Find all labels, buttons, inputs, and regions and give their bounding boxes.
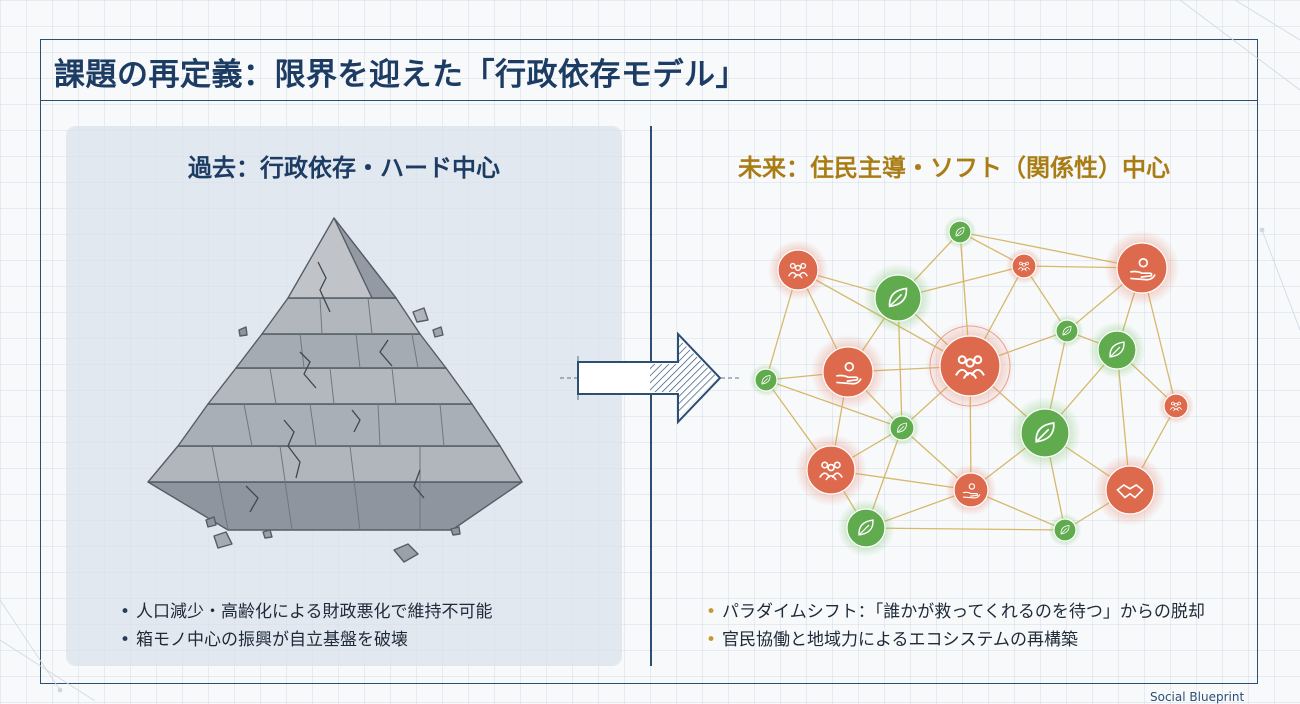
community-node <box>1104 230 1180 306</box>
slide-frame <box>40 39 1258 684</box>
central-node-ring <box>929 325 1011 407</box>
nature-node <box>1009 397 1081 469</box>
community-node <box>945 464 997 516</box>
cracked-pyramid-illustration <box>147 217 523 563</box>
arrow-right-icon <box>560 331 740 425</box>
nature-node <box>1088 321 1146 379</box>
bullet-marker: • <box>120 602 131 622</box>
community-node <box>768 240 828 300</box>
bullet-marker: • <box>706 630 717 650</box>
page-title: 課題の再定義：限界を迎えた「行政依存モデル」 <box>54 57 747 93</box>
past-bullet-item: •人口減少・高齢化による財政悪化で維持不可能 <box>120 602 493 622</box>
community-node <box>1094 454 1166 526</box>
future-heading: 未来：住民主導・ソフト（関係性）中心 <box>738 154 1170 182</box>
past-heading: 過去：行政依存・ハード中心 <box>188 154 500 182</box>
panel-divider <box>650 126 652 666</box>
network-nodes <box>749 215 1194 557</box>
past-bullet-item: •箱モノ中心の振興が自立基盤を破壊 <box>120 630 409 650</box>
bullet-marker: • <box>706 602 717 622</box>
community-node <box>810 334 886 410</box>
nature-node <box>863 263 933 333</box>
title-bar: 課題の再定義：限界を迎えた「行政依存モデル」 <box>40 39 1258 101</box>
future-bullet-item: •官民協働と地域力によるエコシステムの再構築 <box>706 630 1079 650</box>
future-bullet-item: •パラダイムシフト：「誰かが救ってくれるのを待つ」からの脱却 <box>706 602 1205 622</box>
network-link <box>865 527 1066 531</box>
community-node <box>925 321 1015 411</box>
community-network-illustration <box>749 215 1194 557</box>
community-node <box>1158 388 1194 424</box>
nature-node <box>884 410 920 446</box>
nature-node <box>1048 513 1082 547</box>
past-bullet-list: •人口減少・高齢化による財政悪化で維持不可能 •箱モノ中心の振興が自立基盤を破壊 <box>120 598 493 654</box>
nature-node <box>943 215 977 249</box>
nature-node <box>749 363 783 397</box>
community-node <box>1006 248 1042 284</box>
community-node <box>795 434 867 506</box>
future-bullet-list: •パラダイムシフト：「誰かが救ってくれるのを待つ」からの脱却 •官民協働と地域力… <box>706 598 1205 654</box>
nature-node <box>837 499 895 557</box>
bullet-marker: • <box>120 630 131 650</box>
nature-node <box>1050 314 1084 348</box>
footer-brand: Social Blueprint <box>1150 690 1245 704</box>
